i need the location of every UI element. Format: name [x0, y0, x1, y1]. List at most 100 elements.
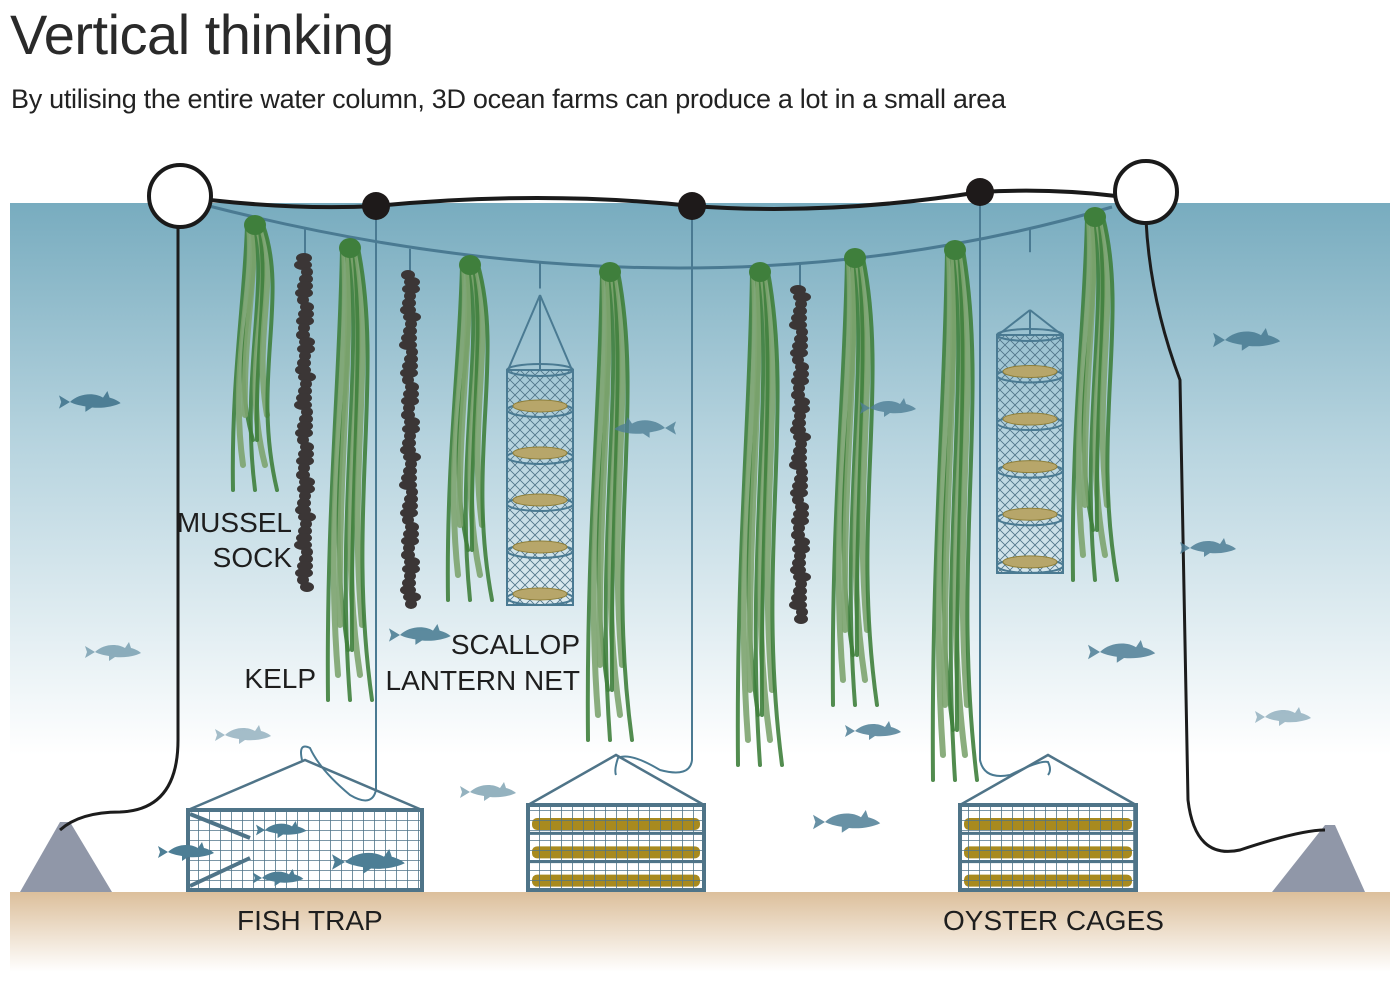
kelp-blade [356, 246, 374, 702]
fish-icon [389, 624, 451, 645]
fish-icon [85, 642, 141, 661]
label-fish-trap: FISH TRAP [237, 905, 383, 936]
kelp-blade [445, 263, 464, 602]
kelp-holdfast [944, 240, 966, 260]
fish-icon [1213, 328, 1281, 351]
mussel-cluster [792, 544, 810, 554]
kelp-blade [1075, 214, 1093, 558]
kelp-blade [590, 269, 608, 718]
kelp-blade [353, 245, 366, 628]
kelp-blade [235, 222, 253, 468]
kelp-holdfast [749, 262, 771, 282]
kelp [325, 238, 374, 702]
kelp-blade [463, 263, 476, 602]
oyster-cage [958, 753, 1138, 892]
trap-line [300, 206, 377, 802]
kelp-blade [735, 270, 754, 767]
mussel-cluster [790, 488, 808, 498]
kelp-blade [349, 246, 360, 652]
kelp-blade [763, 269, 776, 693]
lantern-ring [506, 363, 574, 377]
kelp-holdfast [844, 248, 866, 268]
kelp-blade [766, 270, 784, 767]
scallops [1002, 507, 1058, 521]
kelp-blade [1098, 214, 1111, 508]
mussel-cluster [791, 376, 809, 386]
kelp-blade [746, 269, 762, 693]
label-mussel-sock-1: MUSSEL [177, 507, 292, 538]
mussel-cluster [401, 396, 419, 406]
kelp-blade [248, 223, 261, 492]
kelp-blade [1081, 214, 1097, 508]
kelp-blade [325, 246, 344, 702]
buoy-large [147, 163, 213, 229]
mussel-cluster [400, 508, 418, 518]
kelp-blade [343, 246, 356, 702]
kelp-blade [830, 256, 849, 707]
fish-trap [186, 758, 424, 892]
kelp-blade [948, 248, 961, 782]
kelp-blade [954, 248, 965, 732]
kelp-blade [958, 247, 971, 708]
fish-icon [1255, 707, 1311, 726]
kelp-blade [759, 270, 770, 717]
mussel-cluster [792, 404, 810, 414]
kelp-blade [1070, 215, 1089, 582]
mussel-cluster [297, 344, 315, 354]
scallops [512, 540, 568, 554]
kelp-blade [609, 270, 620, 692]
mussel-cluster [402, 284, 420, 294]
mussel-cluster [793, 292, 811, 302]
label-scallop: SCALLOP [451, 629, 580, 660]
labels: MUSSEL SOCK KELP SCALLOP LANTERN NET FIS… [177, 507, 1164, 936]
mussel-cluster [405, 599, 417, 609]
label-lantern-net: LANTERN NET [386, 665, 580, 696]
kelp-blade [848, 256, 861, 707]
mussel-cluster [400, 368, 418, 378]
kelp-blade [1094, 215, 1105, 532]
kelp-blade [941, 247, 957, 708]
scallops [1002, 555, 1058, 569]
scallops [512, 493, 568, 507]
kelp-blade [330, 245, 348, 678]
kelp [830, 248, 879, 707]
mussel-cluster [295, 288, 313, 298]
kelp [930, 240, 979, 782]
scallop-lantern-net [506, 294, 574, 606]
fish-icon [1088, 640, 1156, 663]
middle-cage [526, 753, 706, 892]
fish-icon [215, 725, 271, 744]
mussel-cluster [298, 372, 316, 382]
mussel-cluster [403, 312, 421, 322]
kelp-holdfast [1084, 207, 1106, 227]
mussel-sock [399, 270, 421, 609]
cage-bridle [187, 758, 423, 812]
scallops [1002, 412, 1058, 426]
fish-icon [845, 721, 901, 740]
headline-rope [204, 203, 1113, 270]
page-subtitle: By utilising the entire water column, 3D… [11, 84, 1006, 114]
kelp [585, 262, 634, 742]
kelp-blade [935, 247, 953, 758]
anchor-line-right [1144, 219, 1326, 853]
kelp-blade [473, 262, 486, 528]
label-oyster-cages: OYSTER CAGES [943, 905, 1164, 936]
buoy-small [966, 178, 994, 206]
kelp-blade [1101, 215, 1119, 582]
fish-icon [59, 391, 121, 412]
mussel-cluster [295, 428, 313, 438]
scallop-lantern-net [996, 309, 1064, 574]
anchor-left [20, 822, 112, 892]
cage-frame [958, 803, 1138, 892]
kelp-blade [854, 256, 865, 657]
kelp-blade [450, 262, 468, 578]
seabed [10, 892, 1390, 972]
fish-icon [332, 849, 405, 874]
kelp [1070, 207, 1119, 582]
kelp-blade [841, 255, 857, 633]
fish-icon [813, 810, 881, 833]
fish-icon [158, 842, 214, 861]
scallops [512, 399, 568, 413]
scallops [512, 587, 568, 601]
fish-icon [253, 869, 304, 887]
